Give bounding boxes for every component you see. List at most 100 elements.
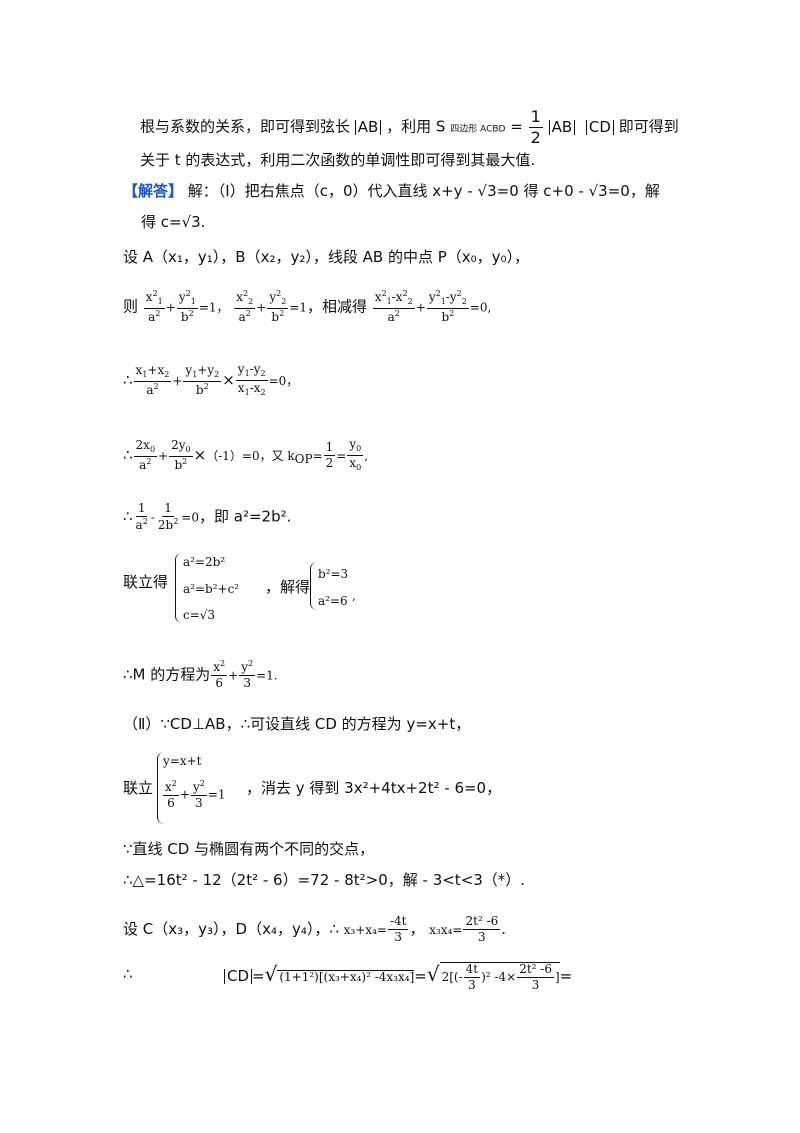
lianli-label: 联立得 [123,573,169,591]
op-subscript: OP [294,451,313,466]
system-line-1: 联立得 [123,575,168,590]
diff-x: x21-x22 [372,289,415,309]
x2-sq: x22 [234,289,256,309]
two-b-sq: 2b2 [157,517,179,533]
system2-eq-1: y=x+t [163,754,202,768]
final-therefore: ∴ [123,965,133,983]
y1-sq: y21 [176,289,198,309]
therefore-symbol: ∴ [123,370,133,389]
answer-line-1: 【解答】 解：（Ⅰ）把右焦点（c，0）代入直线 x+y - √3=0 得 c+0… [123,184,660,199]
six-b: 6 [167,796,175,811]
eq0-1: =0， [268,373,299,388]
b-sq-2: b2 [271,308,285,324]
intro-end: 即可得到 [618,117,679,136]
three-b: 3 [195,796,203,811]
cd-length: CD [224,969,253,985]
comma-2: ， [409,920,425,939]
sum-lhs: x₃+x₄= [343,923,387,938]
minus-sign: - [150,510,155,525]
times-2: × [193,445,207,464]
answer-tag: 【解答】 [123,182,184,200]
x0: x0 [349,455,362,472]
area-subscript: 四边形 ACBD [450,124,506,135]
lianli2-label: 联立 [123,779,154,797]
period: . [501,920,507,939]
because-line: ∵直线 CD 与椭圆有两个不同的交点， [123,840,375,858]
plus-3: + [415,300,426,315]
system-eq-1: a²=2b² [183,555,226,569]
diff-y: y21-y22 [426,289,469,309]
b-sq-3: b2 [441,308,455,324]
x-sq-b: x2 [163,779,179,797]
intro-text: 根与系数的关系，即可得到弦长 [140,117,351,136]
rad2-num: 4t [463,962,481,979]
answer-text-2: 得 c=√3. [141,213,206,231]
intro-line-2-text: 关于 t 的表达式，利用二次函数的单调性即可得到其最大值. [140,151,536,169]
eq-one-3: =1. [256,668,278,683]
a-sq-5: a2 [139,456,152,472]
set-ab-text: 设 A（x₁，y₁），B（x₂，y₂），线段 AB 的中点 P（x₀，y₀）， [123,248,530,266]
radicand-1: (1+1²)[(x₃+x₄)² -4x₃x₄] [277,970,415,985]
prod-lhs: x₃x₄= [429,923,463,938]
minus-one-text: （-1）=0，又 k [206,448,295,463]
set-cd-text: 设 C（x₃，y₃），D（x₄，y₄），∴ [123,920,339,939]
ab-abs: AB [548,119,576,135]
comma: , [364,448,369,463]
system-eq-3: c=√3 [183,608,216,622]
subtract-label: ，相减得 [306,297,367,316]
eq-one: =1， [198,300,229,315]
plus: + [165,300,176,315]
plus-6: + [228,668,239,683]
answer-text-1: 解：（Ⅰ）把右焦点（c，0）代入直线 x+y - √3=0 得 c+0 - √3… [187,182,660,200]
half-num: 1 [528,107,543,128]
eq-a: = [252,967,265,986]
times-1: × [222,370,235,389]
a-sq-6: a2 [135,517,148,533]
part2-line: （Ⅱ）∵CD⊥AB，∴可设直线 CD 的方程为 y=x+t， [123,717,470,732]
x-sq: x2 [211,659,228,677]
solution-comma: , [352,589,356,603]
area-text: ，利用 S [386,117,446,136]
plus-4: + [172,373,183,388]
three: 3 [243,676,251,691]
a-sq: a2 [148,308,161,324]
sum-y: y1+y2 [183,363,222,382]
solution-eq-1: b²=3 [318,567,349,581]
system-brace-2 [310,562,317,610]
radical-1: √ [264,962,278,987]
eq-zero: =0, [469,300,492,315]
eq-one-4: =1 [207,787,226,802]
lead-a2: ，即 a²=2b². [198,507,292,526]
rad2c-den: 3 [531,978,540,993]
y-sq: y2 [239,659,256,677]
one-a: 1 [135,501,148,518]
y2-sq: y22 [267,289,289,309]
b-sq: b2 [180,308,194,324]
rad2-den: 3 [468,978,476,993]
rad2-part-b: )² -4× [481,970,517,985]
final-line: ∴ [123,967,133,982]
equals: = [510,117,523,136]
intro-line-1: 根与系数的关系，即可得到弦长 AB ，利用 S 四边形 ACBD = 1 2 A… [140,108,679,146]
rad2-part-a: 2[(- [441,970,463,985]
solution-eq-2: a²=6 [318,594,348,608]
delta-line: ∴△=16t² - 12（2t² - 6）=72 - 8t²>0，解 - 3<t… [123,871,526,889]
